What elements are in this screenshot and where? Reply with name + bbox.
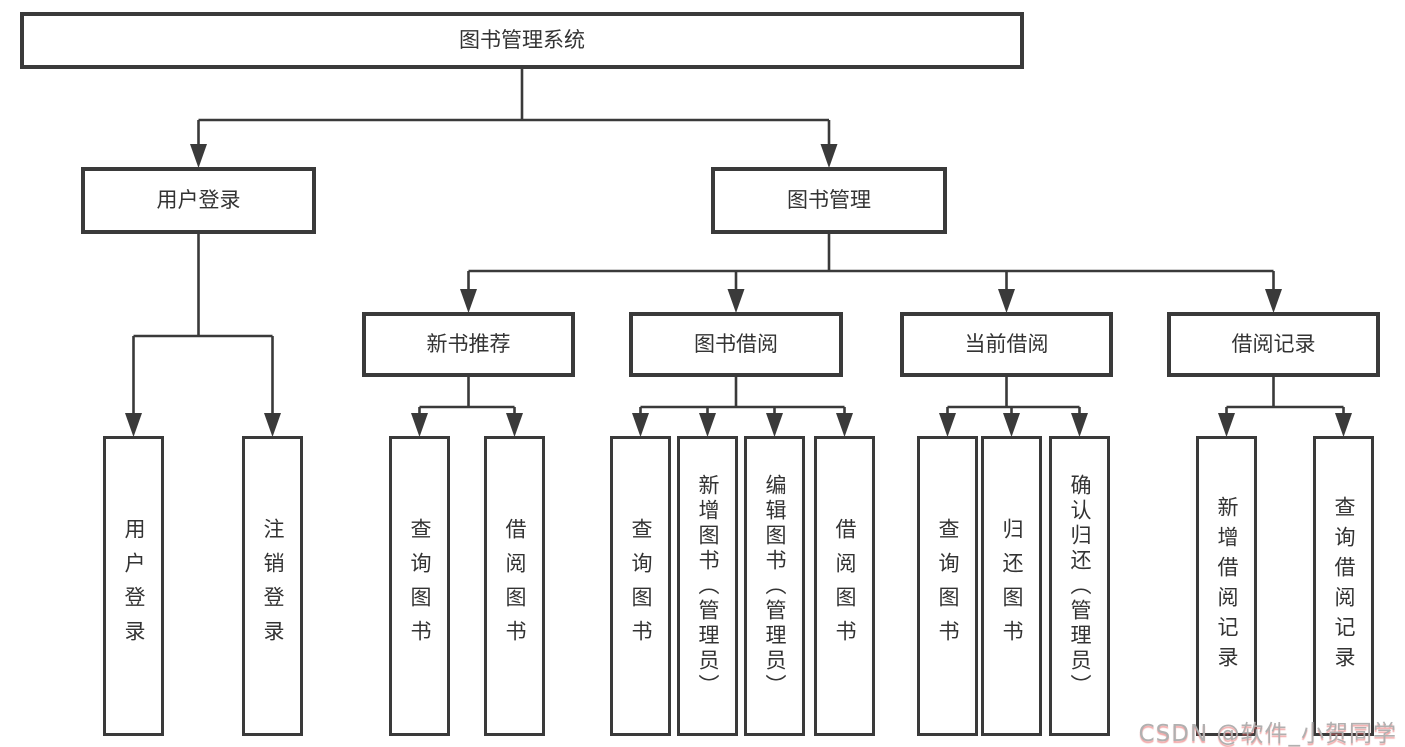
node-leaf-add-books-admin: 新增图书（管理员） — [677, 436, 738, 736]
node-leaf-return-books: 归还图书 — [981, 436, 1042, 736]
node-label: 图书管理 — [787, 188, 871, 212]
node-label: 图书管理系统 — [459, 28, 585, 52]
node-label: 用户登录 — [122, 518, 146, 654]
node-current-borrowing: 当前借阅 — [900, 312, 1113, 377]
node-user-login: 用户登录 — [81, 167, 316, 234]
node-leaf-user-login: 用户登录 — [103, 436, 164, 736]
node-label: 查询图书 — [408, 518, 432, 654]
node-leaf-query-books-3: 查询图书 — [917, 436, 978, 736]
node-leaf-borrow-books-1: 借阅图书 — [484, 436, 545, 736]
node-label: 用户登录 — [156, 188, 241, 212]
node-book-borrowing: 图书借阅 — [629, 312, 843, 377]
node-book-management: 图书管理 — [711, 167, 947, 234]
node-label: 借阅图书 — [833, 518, 857, 654]
node-leaf-borrow-books-2: 借阅图书 — [814, 436, 875, 736]
node-leaf-add-borrow-record: 新增借阅记录 — [1196, 436, 1257, 736]
node-label: 新书推荐 — [426, 332, 511, 356]
node-label: 新增图书（管理员） — [696, 473, 720, 699]
node-label: 借阅图书 — [503, 518, 527, 654]
node-root-library-system: 图书管理系统 — [20, 12, 1024, 69]
node-label: 查询图书 — [936, 518, 960, 654]
node-new-book-recommend: 新书推荐 — [362, 312, 575, 377]
node-leaf-logout: 注销登录 — [242, 436, 303, 736]
node-leaf-query-borrow-record: 查询借阅记录 — [1313, 436, 1374, 736]
node-leaf-query-books-1: 查询图书 — [389, 436, 450, 736]
node-label: 注销登录 — [261, 518, 285, 654]
node-label: 查询图书 — [629, 518, 653, 654]
node-leaf-edit-books-admin: 编辑图书（管理员） — [744, 436, 805, 736]
node-label: 确认归还（管理员） — [1068, 473, 1092, 699]
node-label: 借阅记录 — [1231, 332, 1316, 356]
node-label: 编辑图书（管理员） — [763, 473, 787, 699]
node-label: 图书借阅 — [694, 332, 778, 356]
node-label: 当前借阅 — [964, 332, 1049, 356]
node-leaf-confirm-return-admin: 确认归还（管理员） — [1049, 436, 1110, 736]
arrowhead-icons — [125, 144, 1352, 437]
node-borrowing-records: 借阅记录 — [1167, 312, 1380, 377]
csdn-watermark: CSDN @软件_小贺同学 — [1138, 721, 1397, 747]
node-leaf-query-books-2: 查询图书 — [610, 436, 671, 736]
node-label: 查询借阅记录 — [1332, 496, 1356, 676]
node-label: 新增借阅记录 — [1215, 496, 1239, 676]
node-label: 归还图书 — [1000, 518, 1024, 654]
